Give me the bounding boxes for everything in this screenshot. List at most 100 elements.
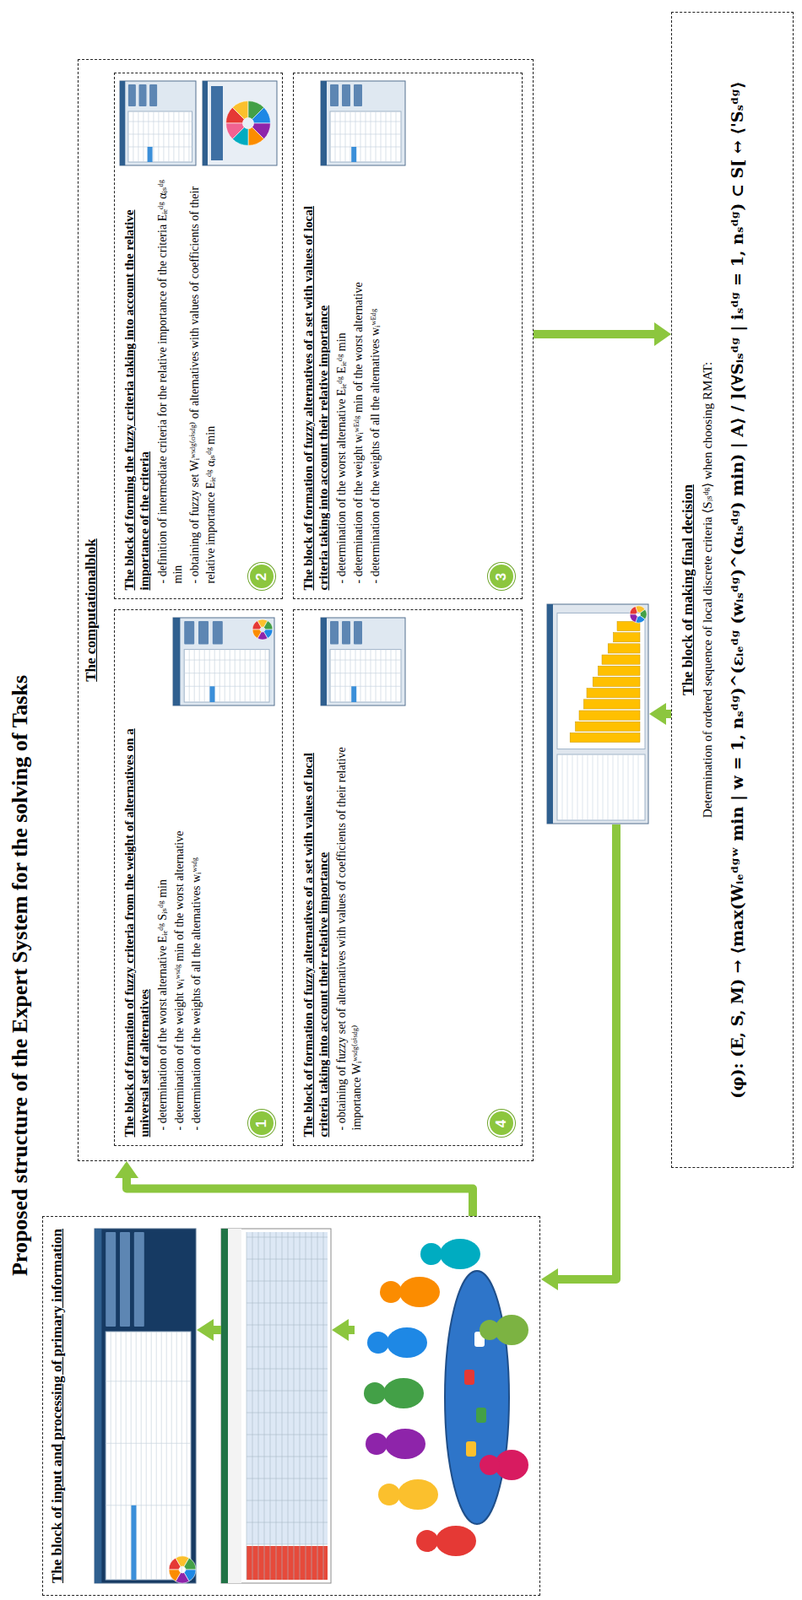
table-row-line	[181, 1332, 183, 1581]
table-row-line	[340, 650, 342, 703]
person-body	[384, 1429, 426, 1460]
person-head	[479, 1455, 500, 1476]
screenshot-titlebar	[119, 81, 125, 166]
table-row-line	[360, 650, 362, 703]
bullet-item: - obtaining of fuzzy set Wᵢʷˢᵈᵍ⁽ᵅⁱˢᵈᵍ⁾ o…	[187, 177, 218, 591]
screenshot-button	[128, 84, 136, 107]
spreadsheet-column-line	[246, 1347, 328, 1349]
input-block: The block of input and processing of pri…	[42, 1216, 541, 1597]
spreadsheet-row-line	[299, 1232, 301, 1581]
list-row-line	[628, 754, 629, 821]
list-row-line	[592, 754, 594, 821]
chart-side-list	[557, 754, 645, 821]
screenshot-button	[105, 1232, 116, 1328]
spreadsheet-row-line	[305, 1232, 307, 1581]
table-row-line	[335, 650, 336, 703]
table-row-line	[171, 1332, 173, 1581]
table-column-line	[128, 121, 193, 123]
table-row-line	[183, 111, 185, 163]
bullet-item: - determination of the weights of all th…	[189, 714, 205, 1138]
person-body	[435, 1526, 477, 1557]
screenshot-titlebar	[94, 1229, 102, 1584]
screenshot-titlebar	[547, 604, 553, 824]
screenshot-button	[353, 84, 363, 107]
screenshot-frame	[320, 617, 406, 706]
table-column-line	[330, 146, 401, 148]
block-heading: The block of formation of fuzzy alternat…	[300, 714, 332, 1138]
screenshot-button	[212, 621, 223, 645]
table-row-line	[340, 111, 342, 163]
screenshot-titlebar	[202, 81, 208, 166]
table-column-line	[128, 146, 193, 148]
list-row-line	[623, 754, 624, 821]
flow-arrow-line	[213, 1326, 222, 1335]
wheel-segment	[264, 621, 274, 630]
process-block: The block of formation of fuzzy alternat…	[292, 610, 523, 1148]
bullet-item: - determination of the weights of all th…	[368, 177, 384, 591]
table-row-line	[199, 650, 201, 703]
block-heading: The block of making final decision	[678, 26, 697, 1155]
screenshot-frame	[320, 81, 406, 166]
screenshot-button	[119, 1232, 131, 1328]
table-row-line	[380, 650, 382, 703]
chart-bar	[613, 633, 641, 643]
person-head	[416, 1530, 439, 1553]
table-row-line	[115, 1332, 117, 1581]
table-column-line	[184, 660, 270, 662]
table-column-line	[128, 134, 193, 136]
puzzle-piece	[464, 1370, 475, 1386]
table-row-line	[188, 111, 190, 163]
flow-arrow	[126, 1178, 473, 1217]
number-badge: 4	[487, 1110, 515, 1138]
table-row-line	[194, 650, 196, 703]
table-column-line	[330, 672, 401, 674]
spreadsheet-row-line	[276, 1232, 277, 1581]
screenshot-table	[330, 111, 401, 163]
table-row-line	[390, 650, 392, 703]
bullet-item: - obtaining of fuzzy set of alternatives…	[334, 714, 365, 1138]
screenshot-frame	[547, 604, 649, 824]
spreadsheet-row-line	[270, 1232, 271, 1581]
table-row-line	[142, 111, 144, 163]
computational-block: The computationalblokThe block of format…	[77, 59, 534, 1162]
table-row-line	[260, 650, 261, 703]
table-row-line	[204, 650, 206, 703]
spreadsheet-row-line	[317, 1232, 319, 1581]
table-row-line	[120, 1332, 122, 1581]
screenshot-button	[330, 84, 339, 107]
list-row-line	[562, 754, 564, 821]
spreadsheet-row-line	[323, 1232, 325, 1581]
table-row-line	[365, 650, 367, 703]
spreadsheet-cells	[246, 1232, 328, 1545]
table-row-line	[254, 650, 256, 703]
person-head	[420, 1243, 443, 1266]
table-row-line	[162, 111, 164, 163]
number-badge: 3	[487, 563, 515, 591]
spreadsheet-column-line	[246, 1544, 328, 1546]
title-container: Proposed structure of the Expert System …	[6, 401, 33, 1550]
wheel-segment	[184, 1558, 196, 1571]
flow-arrow-line	[348, 1326, 355, 1335]
person-body	[397, 1479, 439, 1511]
spreadsheet-column-line	[246, 1457, 328, 1458]
person-head	[365, 1433, 388, 1456]
table-column-line	[184, 672, 270, 674]
spreadsheet-column-line	[246, 1435, 328, 1437]
table-column-line	[330, 686, 401, 688]
table-row-line	[110, 1332, 112, 1581]
block-heading: The block of input and processing of pri…	[48, 1225, 66, 1588]
spreadsheet-red-column	[246, 1546, 328, 1581]
table-selected-row	[209, 686, 215, 703]
block-description: Determination of ordered sequence of loc…	[699, 26, 717, 1155]
table-row-line	[137, 111, 139, 163]
chart-bar	[586, 688, 640, 699]
table-row-line	[156, 1332, 158, 1581]
screenshot-table	[330, 650, 401, 703]
table-row-line	[350, 111, 352, 163]
table-row-line	[189, 650, 190, 703]
puzzle-piece	[466, 1441, 477, 1458]
person-head	[379, 1281, 402, 1304]
screenshot-button	[341, 621, 351, 645]
